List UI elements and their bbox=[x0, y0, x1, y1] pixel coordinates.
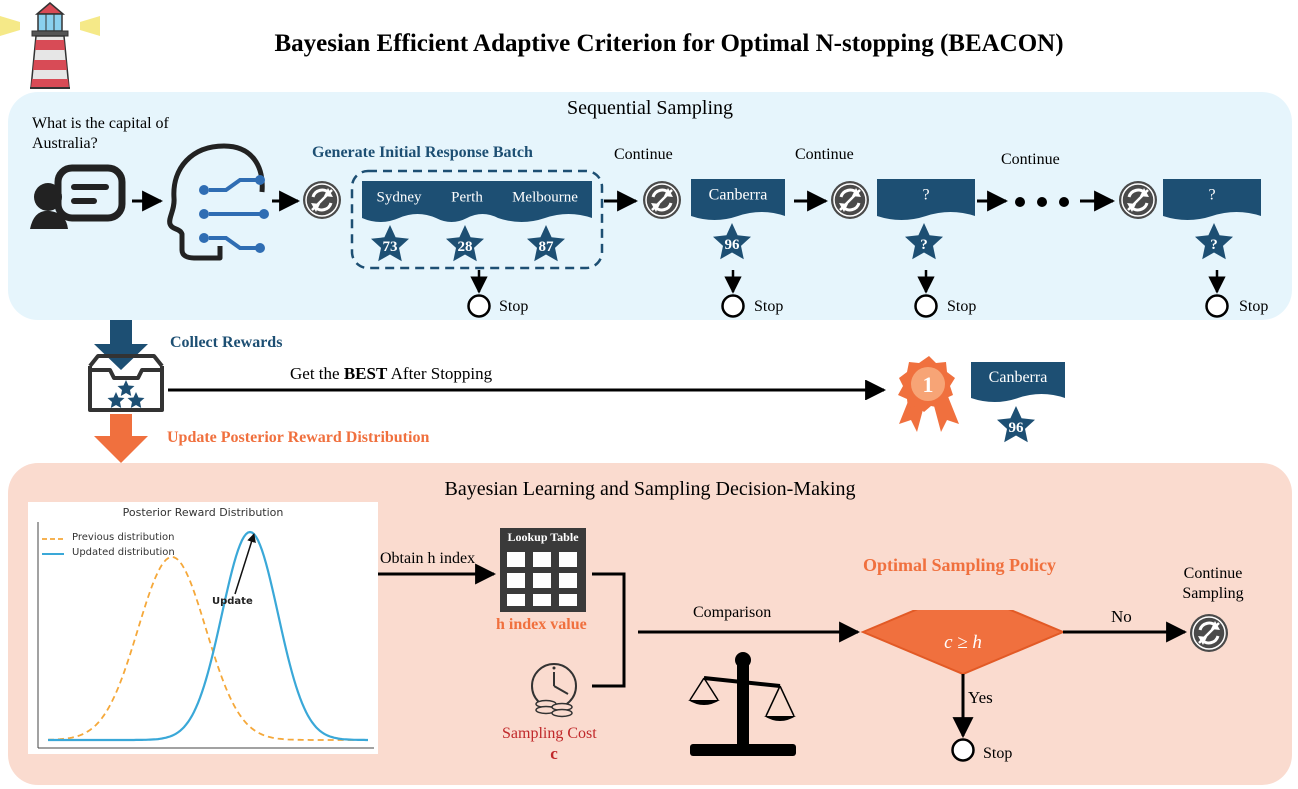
generate-batch-label: Generate Initial Response Batch bbox=[312, 144, 533, 161]
continue-label-1: Continue bbox=[614, 146, 673, 163]
obtain-h-label: Obtain h index bbox=[380, 550, 476, 567]
cost-symbol: c bbox=[550, 744, 558, 763]
policy-condition: c ≥ h bbox=[944, 632, 982, 653]
seq-2-reward: ? bbox=[1210, 237, 1218, 253]
lookup-flow bbox=[378, 528, 626, 688]
question-text: What is the capital of Australia? bbox=[32, 115, 169, 152]
seq-1-text: ? bbox=[922, 187, 929, 204]
sampling-cost-label: Sampling Cost bbox=[502, 725, 597, 742]
seq-0-card bbox=[691, 179, 785, 220]
batch-1-reward: 28 bbox=[458, 239, 473, 255]
ai-head-icon bbox=[167, 143, 269, 261]
sampling-cost-icon bbox=[531, 663, 577, 718]
continue-sampling-sync-icon bbox=[1190, 614, 1228, 652]
batch-0-text: Sydney bbox=[377, 190, 423, 206]
posterior-plot-card bbox=[28, 502, 378, 754]
stop-label-2: Stop bbox=[947, 298, 977, 315]
no-label: No bbox=[1111, 607, 1132, 626]
batch-2-text: Melbourne bbox=[512, 190, 578, 206]
medal-rank: 1 bbox=[923, 372, 934, 397]
best-text: Canberra bbox=[989, 369, 1048, 386]
stop-label-batch: Stop bbox=[499, 298, 529, 315]
continue-label-3: Continue bbox=[1001, 151, 1060, 168]
main-title: Bayesian Efficient Adaptive Criterion fo… bbox=[274, 30, 1064, 57]
lighthouse-icon bbox=[0, 2, 100, 89]
continue-sampling-line1: Continue bbox=[1183, 565, 1243, 582]
medal-icon: 1 bbox=[898, 356, 959, 432]
stop-label-1: Stop bbox=[754, 298, 784, 315]
comparison-label: Comparison bbox=[693, 604, 772, 621]
seq-0-reward: 96 bbox=[725, 237, 741, 253]
batch-1-card bbox=[436, 181, 498, 222]
update-posterior-label: Update Posterior Reward Distribution bbox=[167, 429, 430, 446]
continue-label-2: Continue bbox=[795, 146, 854, 163]
batch-2-card bbox=[498, 181, 592, 222]
decision-flow bbox=[638, 610, 1188, 762]
best-star-icon bbox=[997, 406, 1035, 443]
seq-1-reward: ? bbox=[920, 237, 928, 253]
batch-0-star-icon bbox=[371, 225, 409, 262]
get-best-label: Get the BEST After Stopping bbox=[290, 364, 493, 383]
continue-sampling-line2: Sampling bbox=[1182, 585, 1244, 602]
posterior-plot bbox=[37, 522, 374, 749]
sequential-sampling-flow bbox=[132, 169, 1229, 318]
lookup-table-title: Lookup Table bbox=[507, 530, 579, 544]
seq-2-star-icon bbox=[1195, 223, 1233, 260]
best-reward: 96 bbox=[1009, 420, 1025, 436]
batch-dashed-box bbox=[350, 169, 604, 270]
h-index-value-label: h index value bbox=[496, 616, 587, 633]
batch-1-star-icon bbox=[446, 225, 484, 262]
stop-label-3: Stop bbox=[1239, 298, 1269, 315]
yes-label: Yes bbox=[968, 688, 993, 707]
batch-2-reward: 87 bbox=[539, 239, 555, 255]
batch-0-card bbox=[362, 181, 436, 222]
legend-previous: Previous distribution bbox=[72, 532, 175, 543]
seq-2-card bbox=[1163, 179, 1261, 220]
batch-0-reward: 73 bbox=[383, 239, 398, 255]
bayesian-learning-title: Bayesian Learning and Sampling Decision-… bbox=[444, 478, 856, 500]
seq-2-text: ? bbox=[1208, 187, 1215, 204]
plot-title: Posterior Reward Distribution bbox=[122, 506, 284, 519]
previous-distribution-curve bbox=[47, 556, 368, 741]
chat-question-icon bbox=[30, 164, 126, 229]
collect-rewards-label: Collect Rewards bbox=[170, 334, 283, 351]
best-card bbox=[971, 362, 1065, 402]
response-cards: Sydney73Perth28Melbourne87Canberra96????… bbox=[362, 179, 1261, 443]
batch-1-text: Perth bbox=[451, 190, 483, 206]
batch-2-star-icon bbox=[527, 225, 565, 262]
balance-scale-icon bbox=[688, 652, 796, 756]
seq-0-text: Canberra bbox=[709, 187, 768, 204]
seq-1-card bbox=[877, 179, 975, 220]
get-best-arrow bbox=[168, 380, 887, 400]
updated-distribution-curve bbox=[48, 530, 368, 742]
policy-title: Optimal Sampling Policy bbox=[863, 555, 1057, 575]
update-arrow bbox=[234, 533, 256, 595]
seq-1-star-icon bbox=[905, 223, 943, 260]
reward-collector-icon bbox=[88, 320, 164, 463]
update-label: Update bbox=[212, 596, 253, 607]
stop-label-decision: Stop bbox=[983, 745, 1013, 762]
legend-updated: Updated distribution bbox=[72, 547, 175, 558]
seq-0-star-icon bbox=[713, 223, 751, 260]
sequential-sampling-title: Sequential Sampling bbox=[566, 97, 734, 119]
